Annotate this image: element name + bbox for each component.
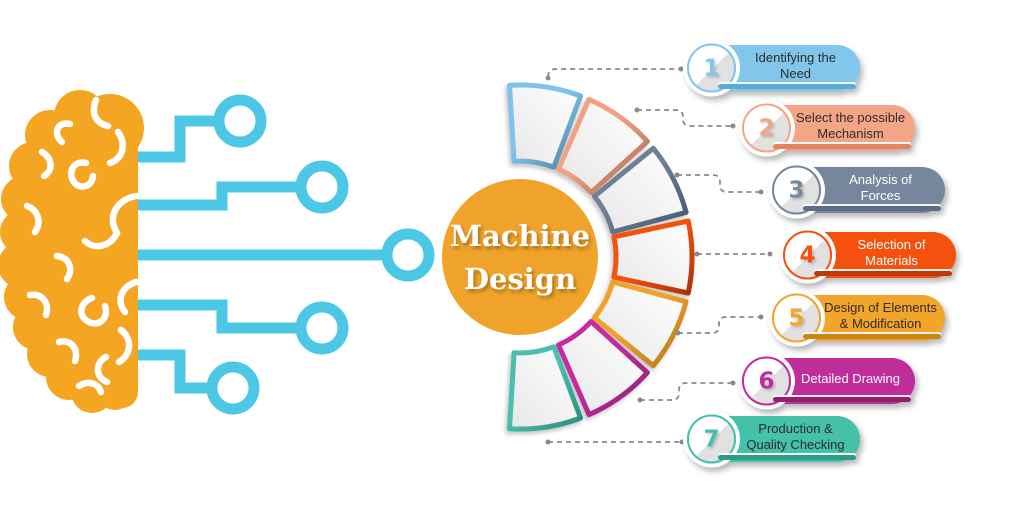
step-label-line: Select the possible [795, 109, 906, 125]
step-label-line: Quality Checking [746, 437, 845, 452]
connector-5 [678, 316, 761, 334]
ring-segment-1 [507, 82, 584, 170]
circuit-node-2 [295, 160, 349, 214]
step-number: 6 [758, 368, 775, 394]
connector-1-dot-end [678, 66, 684, 72]
circuit-node-4 [295, 301, 349, 355]
step-label: Production &Quality Checking [738, 416, 853, 458]
step-label-line: Identifying the [755, 49, 836, 65]
step-label-line: Need [779, 66, 812, 81]
connector-6-dot-end [730, 380, 736, 386]
step-label-line: Analysis of [849, 171, 912, 187]
connector-1-dot-start [545, 75, 551, 81]
circuit-trace-4 [130, 299, 298, 334]
step-number-badge-1: 1 [687, 43, 736, 93]
step-label-line: Detailed Drawing [801, 370, 900, 386]
ring-segment-5 [591, 279, 689, 369]
step-number-badge-3: 3 [772, 165, 821, 215]
connector-4-dot-end [767, 251, 773, 257]
step-number-badge-4: 4 [783, 230, 832, 280]
connector-2 [637, 109, 733, 127]
connector-5-dot-end [758, 314, 764, 320]
connector-7-dot-end [679, 439, 685, 445]
connector-2-dot-end [730, 123, 736, 129]
connector-1 [547, 68, 681, 78]
brain-gyri-lines [23, 96, 140, 396]
step-label: Design of Elements& Modification [823, 295, 938, 337]
ring-segment-2 [556, 96, 650, 195]
step-number: 2 [758, 115, 775, 141]
step-label-line: Selection of [857, 236, 926, 252]
center-circle [442, 179, 598, 335]
ring-segment-7 [507, 344, 584, 432]
step-number: 5 [788, 305, 805, 331]
connector-5-dot-start [675, 330, 681, 336]
connector-3 [677, 174, 761, 193]
step-number: 3 [788, 177, 805, 203]
ring-segment-3 [591, 145, 689, 235]
step-number: 1 [703, 55, 720, 81]
connector-3-dot-start [674, 172, 680, 178]
circuit-node-3 [381, 228, 435, 282]
step-number-badge-7: 7 [687, 414, 736, 464]
step-label-line: Materials [865, 253, 918, 268]
connectors [545, 66, 773, 445]
step-number-badge-5: 5 [772, 293, 821, 343]
step-number: 7 [703, 426, 720, 452]
step-pill-6: 6 Detailed Drawing [742, 356, 915, 406]
step-number-badge-2: 2 [742, 103, 791, 153]
connector-6 [640, 382, 733, 401]
connector-6-dot-start [637, 397, 643, 403]
process-ring [507, 82, 695, 432]
brain-circuit-traces [130, 94, 435, 415]
circuit-trace-5 [130, 349, 209, 394]
circuit-node-1 [213, 94, 267, 148]
connector-4-dot-start [694, 251, 700, 257]
circuit-node-5 [206, 361, 260, 415]
ring-segment-6 [556, 319, 650, 418]
ring-segment-4 [611, 218, 695, 296]
step-label-line: Design of Elements [824, 299, 937, 315]
step-pill-5: 5 Design of Elements& Modification [772, 293, 945, 343]
step-label-line: Forces [860, 188, 901, 203]
connector-7-dot-start [545, 439, 551, 445]
connector-3-dot-end [758, 189, 764, 195]
step-label-line: Mechanism [817, 126, 884, 141]
circuit-trace-1 [130, 115, 216, 163]
connector-2-dot-start [634, 107, 640, 113]
step-number-badge-6: 6 [742, 356, 791, 406]
step-pill-7: 7 Production &Quality Checking [687, 414, 860, 464]
step-label-line: Production & [758, 420, 833, 436]
step-number: 4 [799, 242, 816, 268]
circuit-trace-2 [130, 181, 298, 211]
step-label: Detailed Drawing [793, 358, 908, 400]
brain-icon [0, 90, 144, 413]
step-label-line: & Modification [839, 316, 922, 331]
